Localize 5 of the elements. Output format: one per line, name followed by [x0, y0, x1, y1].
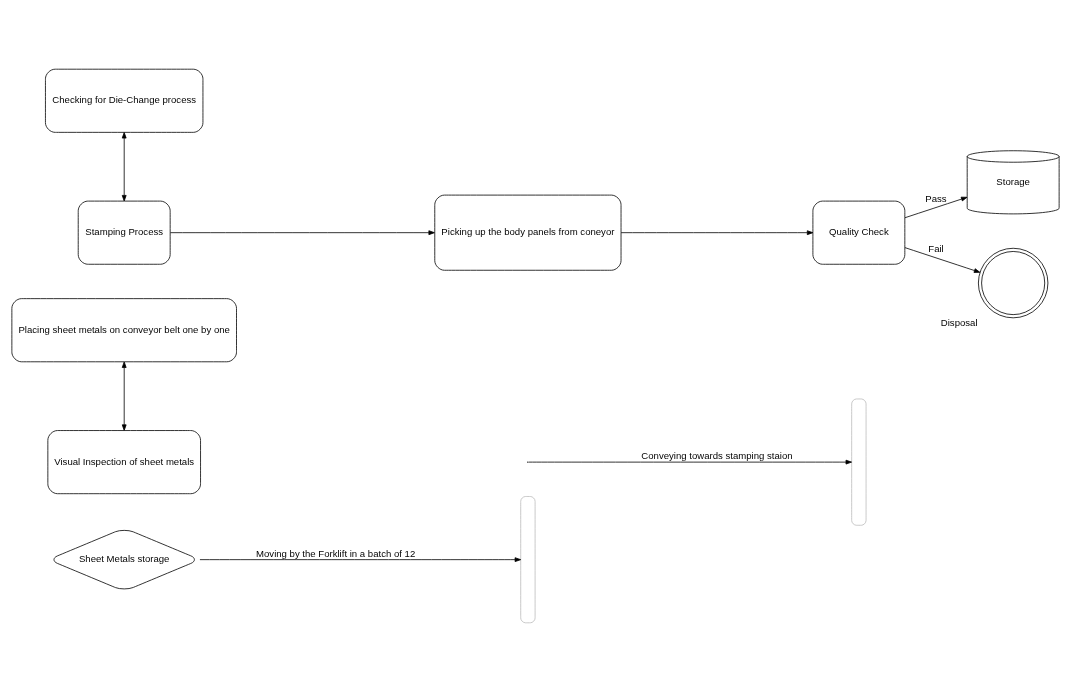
- node-label: Disposal: [940, 316, 978, 328]
- edge-label: Pass: [925, 192, 947, 204]
- edge-label: Fail: [928, 242, 944, 254]
- edge-label: Moving by the Forklift in a batch of 12: [256, 547, 416, 559]
- edge-label: Conveying towards stamping staion: [641, 450, 793, 462]
